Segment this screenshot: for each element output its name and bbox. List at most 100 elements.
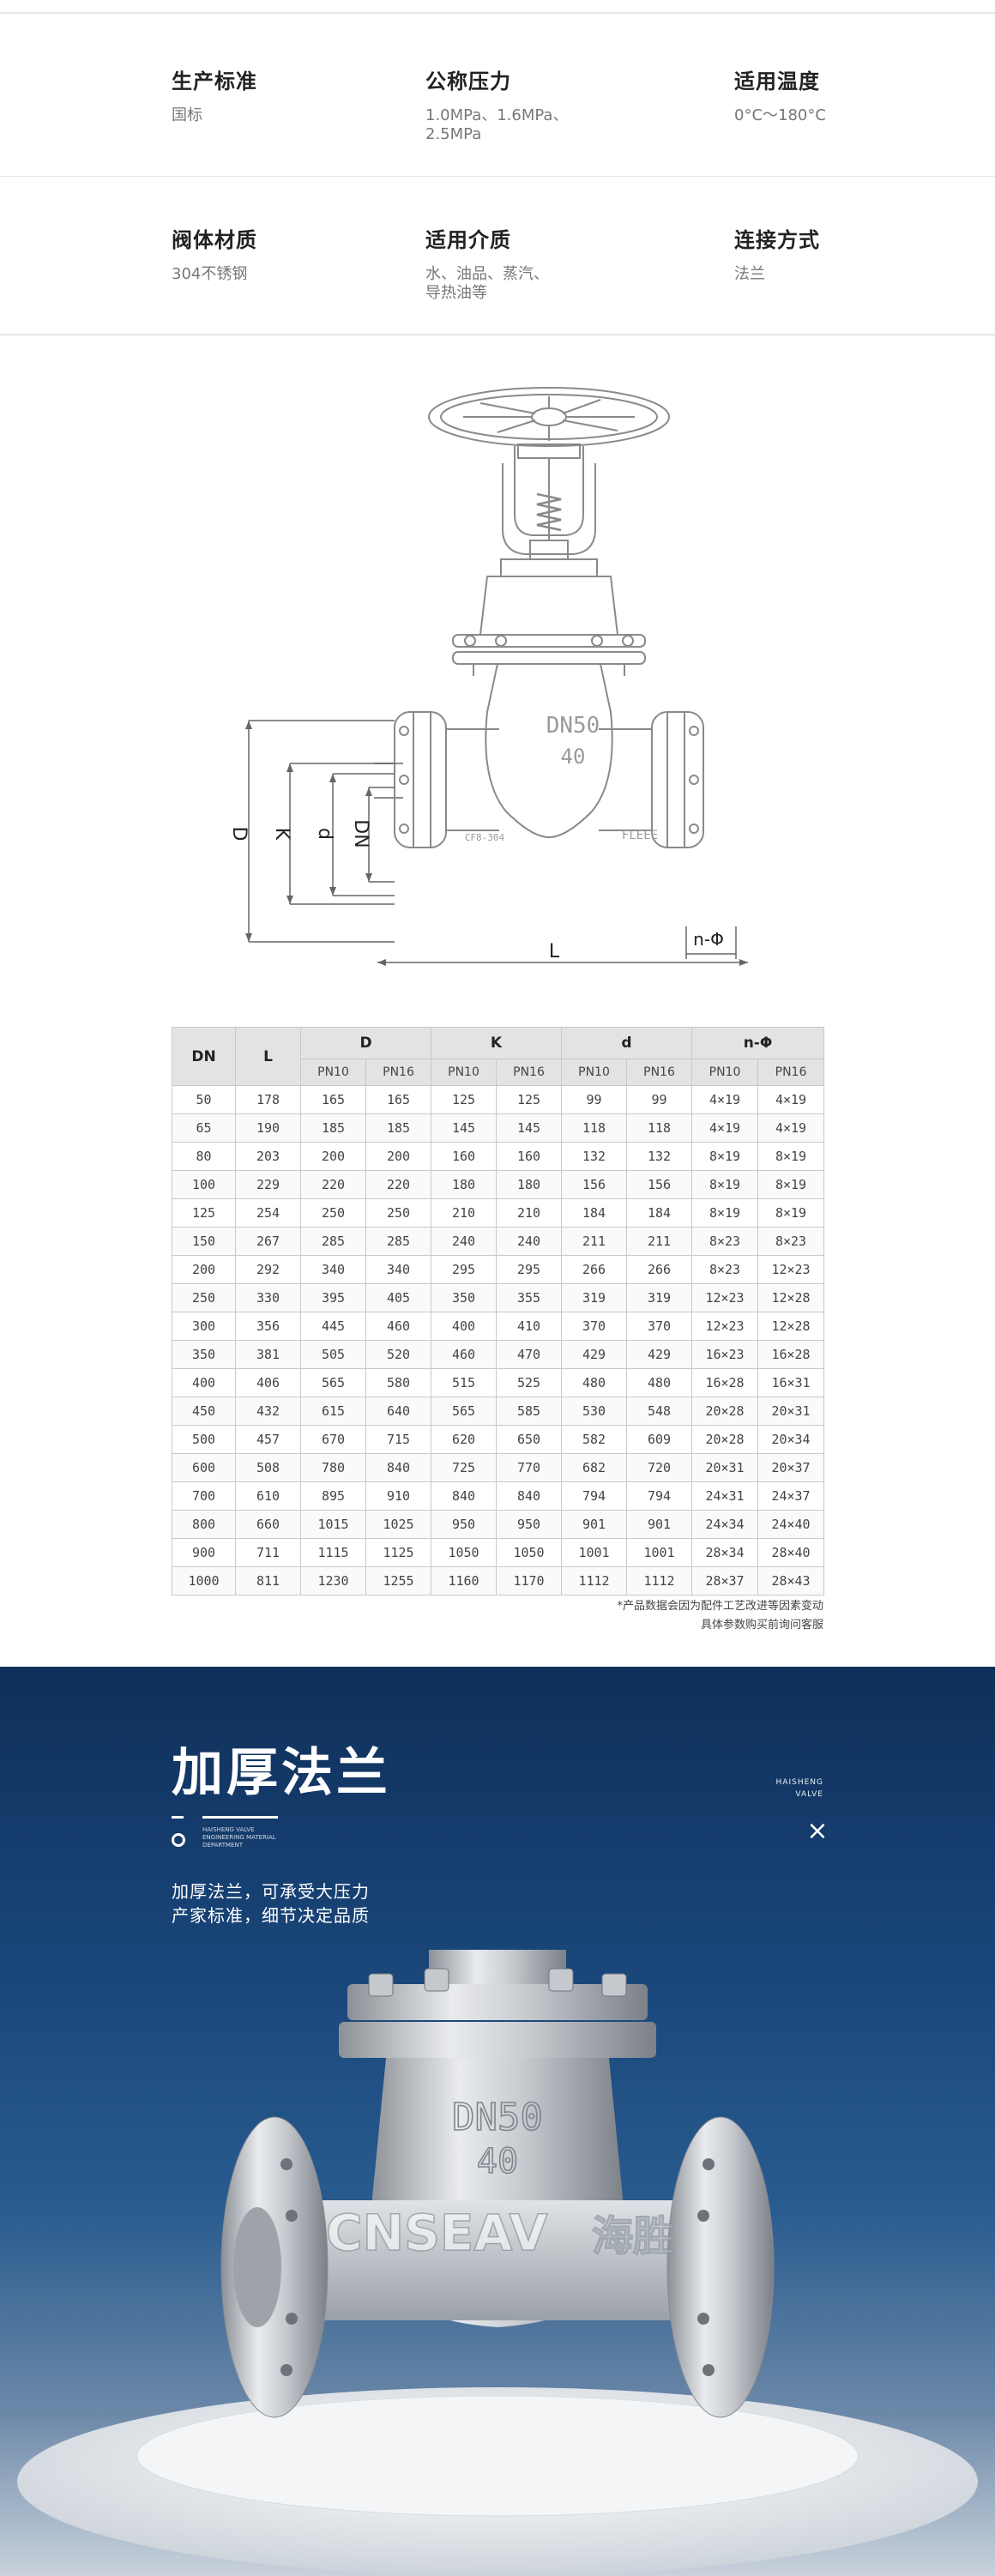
cast-material-label: CF8-304 xyxy=(465,832,505,843)
dim-L-label: L xyxy=(549,941,560,962)
close-icon[interactable]: × xyxy=(806,1816,829,1846)
table-cell: 1025 xyxy=(365,1510,431,1539)
table-cell: 292 xyxy=(235,1255,301,1284)
table-cell: 565 xyxy=(431,1397,497,1426)
spec-pressure: 公称压力 1.0MPa、1.6MPa、 2.5MPa xyxy=(425,64,568,144)
table-cell: 125 xyxy=(172,1198,236,1228)
table-cell: 211 xyxy=(625,1227,693,1256)
divider-long xyxy=(202,1816,278,1819)
table-cell: 16×28 xyxy=(691,1368,759,1397)
spec-value: 国标 xyxy=(172,106,202,124)
spec-section-1: 生产标准 国标 公称压力 1.0MPa、1.6MPa、 2.5MPa 适用温度 … xyxy=(0,0,995,178)
tiny-caption-2: ENGINEERING MATERIAL xyxy=(202,1834,276,1841)
table-cell: 457 xyxy=(235,1425,301,1454)
table-cell: 565 xyxy=(300,1368,366,1397)
table-subheader-row: PN10 PN16 PN10 PN16 PN10 PN16 PN10 PN16 xyxy=(172,1059,825,1086)
dimension-table: DN L D K d n-Φ PN10 PN16 PN10 PN16 PN10 … xyxy=(172,1027,825,1596)
table-cell: 840 xyxy=(431,1481,497,1511)
note-line-1: *产品数据会因为配件工艺改进等因素变动 xyxy=(617,1600,823,1613)
table-cell: 319 xyxy=(625,1283,693,1312)
table-cell: 350 xyxy=(431,1283,497,1312)
table-cell: 295 xyxy=(431,1255,497,1284)
table-cell: 610 xyxy=(235,1481,301,1511)
table-cell: 585 xyxy=(496,1397,562,1426)
table-cell: 445 xyxy=(300,1312,366,1341)
photo-pressure-label: 40 xyxy=(477,2142,518,2181)
valve-product-photo: DN50 40 CNSEAV 海胜 xyxy=(17,1950,978,2576)
table-cell: 319 xyxy=(561,1283,627,1312)
table-cell: 370 xyxy=(561,1312,627,1341)
sub-header: PN10 xyxy=(431,1059,497,1086)
table-cell: 609 xyxy=(625,1425,693,1454)
table-cell: 20×31 xyxy=(757,1397,825,1426)
table-cell: 24×37 xyxy=(757,1481,825,1511)
table-cell: 99 xyxy=(625,1085,693,1114)
table-note: *产品数据会因为配件工艺改进等因素变动 具体参数购买前询问客服 xyxy=(617,1597,823,1635)
sub-header: PN16 xyxy=(496,1059,562,1086)
table-cell: 210 xyxy=(431,1198,497,1228)
table-header-row: DN L D K d n-Φ xyxy=(172,1027,825,1086)
spec-value: 法兰 xyxy=(734,265,765,283)
table-cell: 450 xyxy=(172,1397,236,1426)
table-cell: 640 xyxy=(365,1397,431,1426)
table-cell: 28×40 xyxy=(757,1538,825,1567)
table-cell: 1050 xyxy=(431,1538,497,1567)
spec-standard: 生产标准 国标 xyxy=(172,64,257,125)
spec-value: 0°C～180°C xyxy=(734,106,826,124)
table-cell: 250 xyxy=(172,1283,236,1312)
table-cell: 20×34 xyxy=(757,1425,825,1454)
brand-line-2: VALVE xyxy=(795,1790,823,1799)
cast-flow-label: FLEEE xyxy=(622,829,658,842)
spec-value: 304不锈钢 xyxy=(172,265,248,283)
spec-value-line1: 1.0MPa、1.6MPa、 xyxy=(425,106,569,124)
table-cell: 16×31 xyxy=(757,1368,825,1397)
table-cell: 100 xyxy=(172,1170,236,1199)
table-cell: 125 xyxy=(431,1085,497,1114)
table-cell: 1015 xyxy=(300,1510,366,1539)
tiny-caption-1: HAISHENG VALVE xyxy=(202,1826,255,1833)
table-cell: 460 xyxy=(431,1340,497,1369)
table-cell: 405 xyxy=(365,1283,431,1312)
table-cell: 901 xyxy=(561,1510,627,1539)
spec-connection: 连接方式 法兰 xyxy=(734,223,820,284)
table-cell: 16×23 xyxy=(691,1340,759,1369)
table-cell: 125 xyxy=(496,1085,562,1114)
table-cell: 794 xyxy=(561,1481,627,1511)
table-cell: 266 xyxy=(625,1255,693,1284)
table-cell: 300 xyxy=(172,1312,236,1341)
table-cell: 184 xyxy=(561,1198,627,1228)
table-cell: 400 xyxy=(172,1368,236,1397)
table-cell: 1001 xyxy=(625,1538,693,1567)
table-cell: 432 xyxy=(235,1397,301,1426)
table-cell: 165 xyxy=(365,1085,431,1114)
table-cell: 8×19 xyxy=(757,1170,825,1199)
table-cell: 650 xyxy=(496,1425,562,1454)
table-cell: 8×23 xyxy=(691,1227,759,1256)
brand-mark: HAISHENG VALVE xyxy=(776,1777,823,1801)
table-cell: 118 xyxy=(625,1113,693,1143)
table-cell: 340 xyxy=(300,1255,366,1284)
table-cell: 1230 xyxy=(300,1566,366,1596)
divider-short xyxy=(172,1816,184,1819)
table-cell: 20×28 xyxy=(691,1397,759,1426)
table-cell: 530 xyxy=(561,1397,627,1426)
table-cell: 370 xyxy=(625,1312,693,1341)
table-cell: 1115 xyxy=(300,1538,366,1567)
table-cell: 8×19 xyxy=(757,1142,825,1171)
table-cell: 184 xyxy=(625,1198,693,1228)
spec-label: 连接方式 xyxy=(734,228,820,252)
spec-temperature: 适用温度 0°C～180°C xyxy=(734,64,826,125)
table-cell: 180 xyxy=(431,1170,497,1199)
table-cell: 548 xyxy=(625,1397,693,1426)
brand-watermark-cn: 海胜 xyxy=(592,2212,674,2260)
table-cell: 582 xyxy=(561,1425,627,1454)
table-cell: 1001 xyxy=(561,1538,627,1567)
table-cell: 132 xyxy=(561,1142,627,1171)
table-cell: 285 xyxy=(365,1227,431,1256)
table-cell: 156 xyxy=(625,1170,693,1199)
